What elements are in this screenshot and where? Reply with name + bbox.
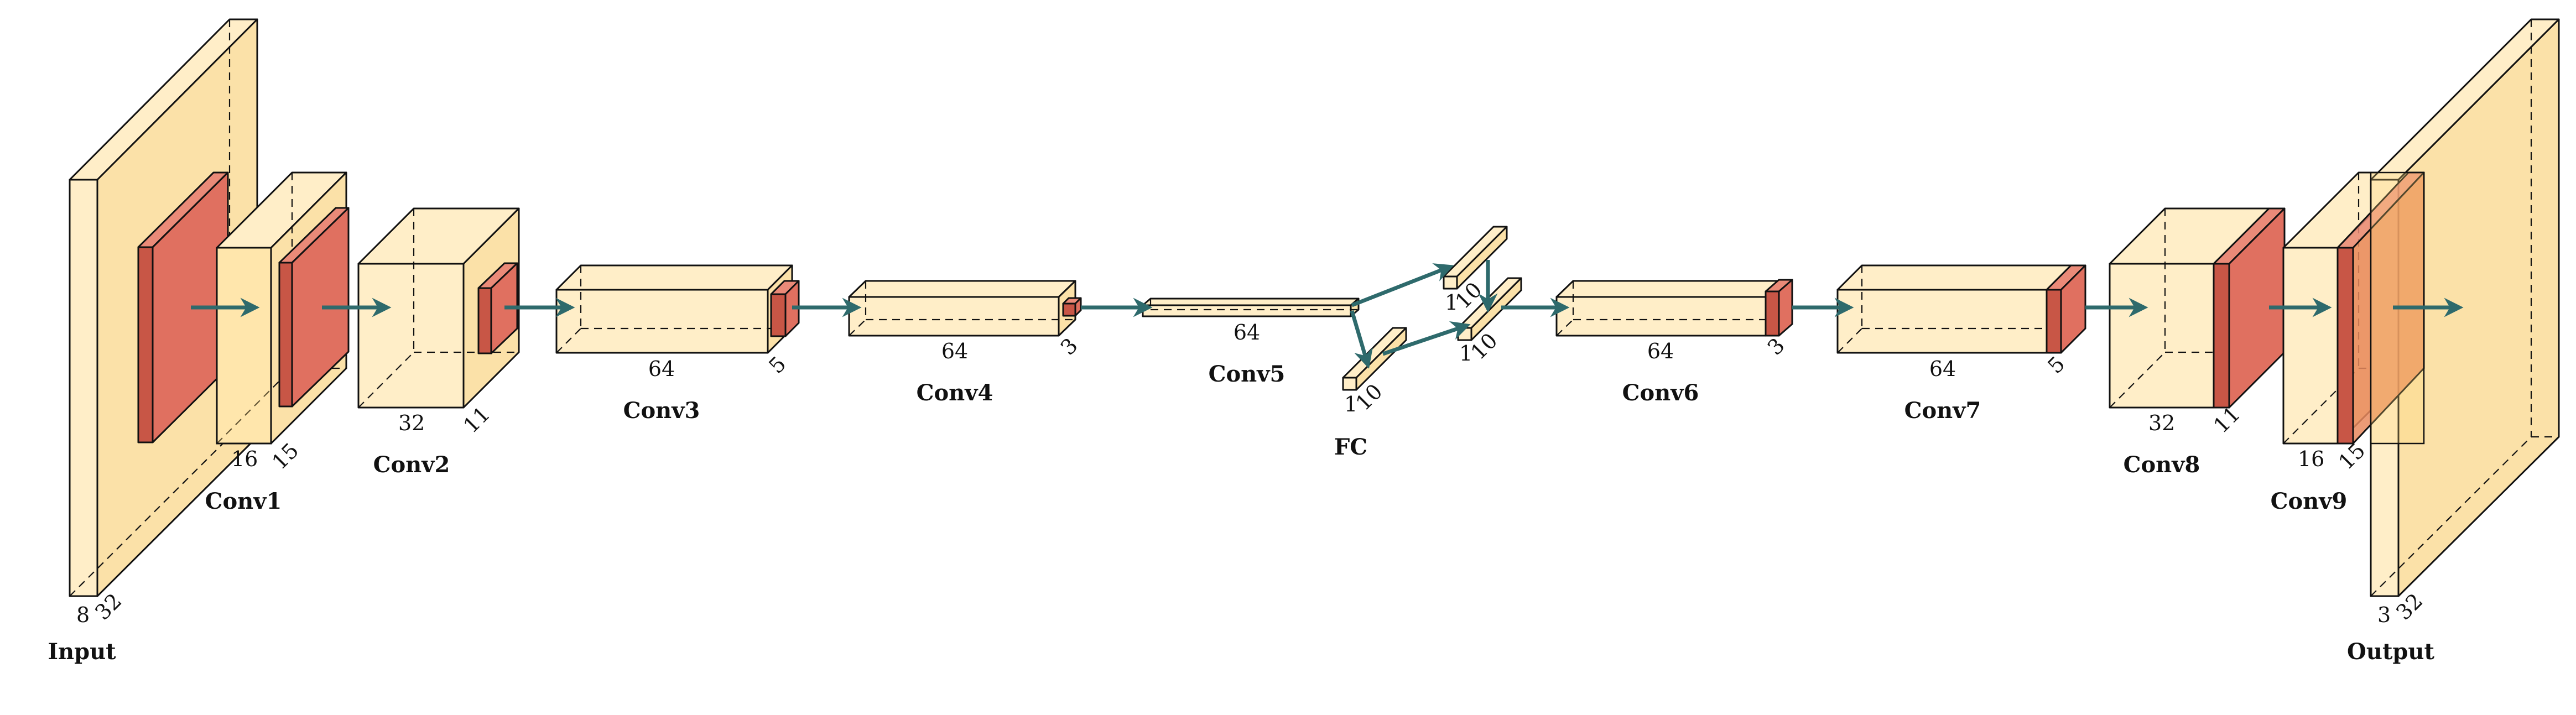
conv1-kernel [278,207,350,408]
input-dim-depth: 8 [76,603,90,627]
conv8-dim-depth: 32 [2148,411,2175,435]
conv9-label: Conv9 [2271,488,2348,514]
input-kernel [137,171,229,443]
conv4-label: Conv4 [917,380,993,406]
fc-mid-dim-a: 1 [1459,341,1472,366]
conv5-block [1142,298,1360,317]
conv6-label: Conv6 [1622,380,1699,406]
conv9-dim-depth: 16 [2298,447,2324,471]
arrow-conv5-fc-bottom [1350,310,1373,369]
output-dim-depth: 3 [2377,603,2391,627]
conv6-dim-width: 64 [1647,339,1674,363]
conv2-kernel [477,262,518,354]
conv5-label: Conv5 [1209,361,1286,387]
connection-arrows [191,260,2464,369]
conv1-label: Conv1 [205,488,282,514]
conv1-dim-depth: 16 [231,447,258,471]
conv4-block [848,280,1076,337]
fc-top-block [1443,226,1508,290]
conv8-label: Conv8 [2124,452,2200,478]
conv3-label: Conv3 [623,398,700,424]
conv5-dim-width: 64 [1234,320,1260,345]
fc-bottom-block [1342,327,1407,391]
arrow-conv5-fc-top [1351,263,1454,307]
conv7-dim-width: 64 [1929,357,1956,381]
conv6-kernel [1765,279,1793,337]
fc-top-dim-a: 1 [1445,290,1458,315]
conv3-dim-size: 5 [764,352,790,378]
conv7-block [1836,264,2072,354]
conv2-dim-depth: 32 [398,411,425,435]
conv4-dim-width: 64 [941,339,968,363]
conv6-dim-size: 3 [1763,333,1789,360]
conv3-dim-width: 64 [648,357,675,381]
conv4-dim-size: 3 [1056,333,1083,360]
conv6-block [1555,280,1783,337]
conv8-kernel [2213,207,2286,409]
output-label: Output [2347,639,2434,665]
conv3-block [555,264,793,354]
conv7-label: Conv7 [1904,398,1981,424]
conv7-kernel [2046,264,2086,354]
conv2-label: Conv2 [373,452,450,478]
arrow-fc-bottom-mid [1382,321,1471,356]
conv1-transparent-slab [216,247,272,445]
input-label: Input [48,639,116,665]
conv4-kernel [1062,297,1082,317]
conv1-dim-size: 15 [267,438,303,474]
fc-bottom-dim-a: 1 [1344,392,1357,416]
fc-label: FC [1334,434,1367,460]
conv7-dim-size: 5 [2043,352,2069,378]
